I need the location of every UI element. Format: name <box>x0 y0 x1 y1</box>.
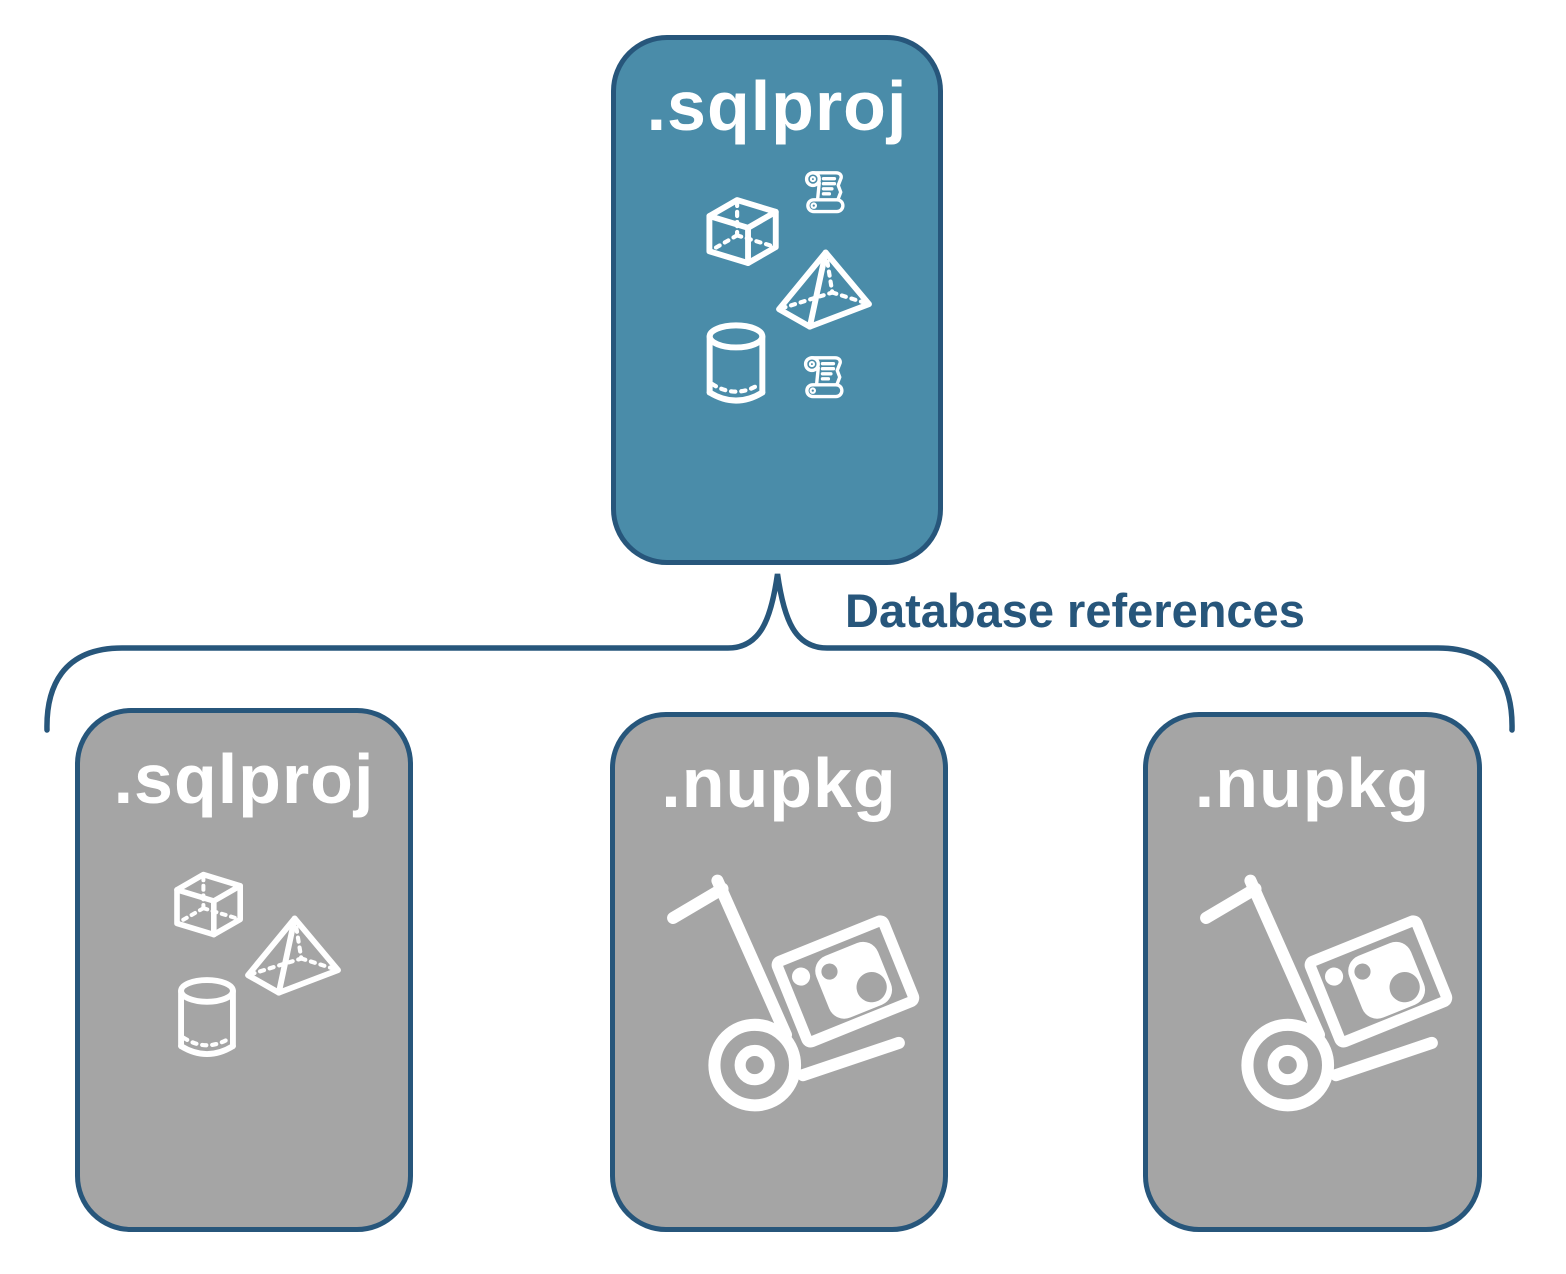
package-handtruck-icon <box>659 855 921 1123</box>
pyramid-icon <box>243 911 343 1001</box>
node-title: .sqlproj <box>113 740 375 818</box>
node-title: .sqlproj <box>646 67 908 145</box>
node-card-sqlproj-root: .sqlproj <box>611 35 943 565</box>
database-cylinder-icon <box>702 320 770 414</box>
node-card-nupkg-1: .nupkg <box>610 712 948 1232</box>
package-handtruck-icon <box>1192 855 1454 1123</box>
script-scroll-icon <box>798 166 854 220</box>
node-card-sqlproj-child: .sqlproj <box>75 708 413 1232</box>
database-cylinder-icon <box>173 975 241 1067</box>
connector-label: Database references <box>845 584 1305 637</box>
cube-icon <box>166 865 252 945</box>
pyramid-icon <box>774 243 874 337</box>
node-title: .nupkg <box>1194 744 1431 822</box>
script-scroll-icon <box>797 351 853 405</box>
node-card-nupkg-2: .nupkg <box>1143 712 1482 1232</box>
node-title: .nupkg <box>661 744 897 822</box>
